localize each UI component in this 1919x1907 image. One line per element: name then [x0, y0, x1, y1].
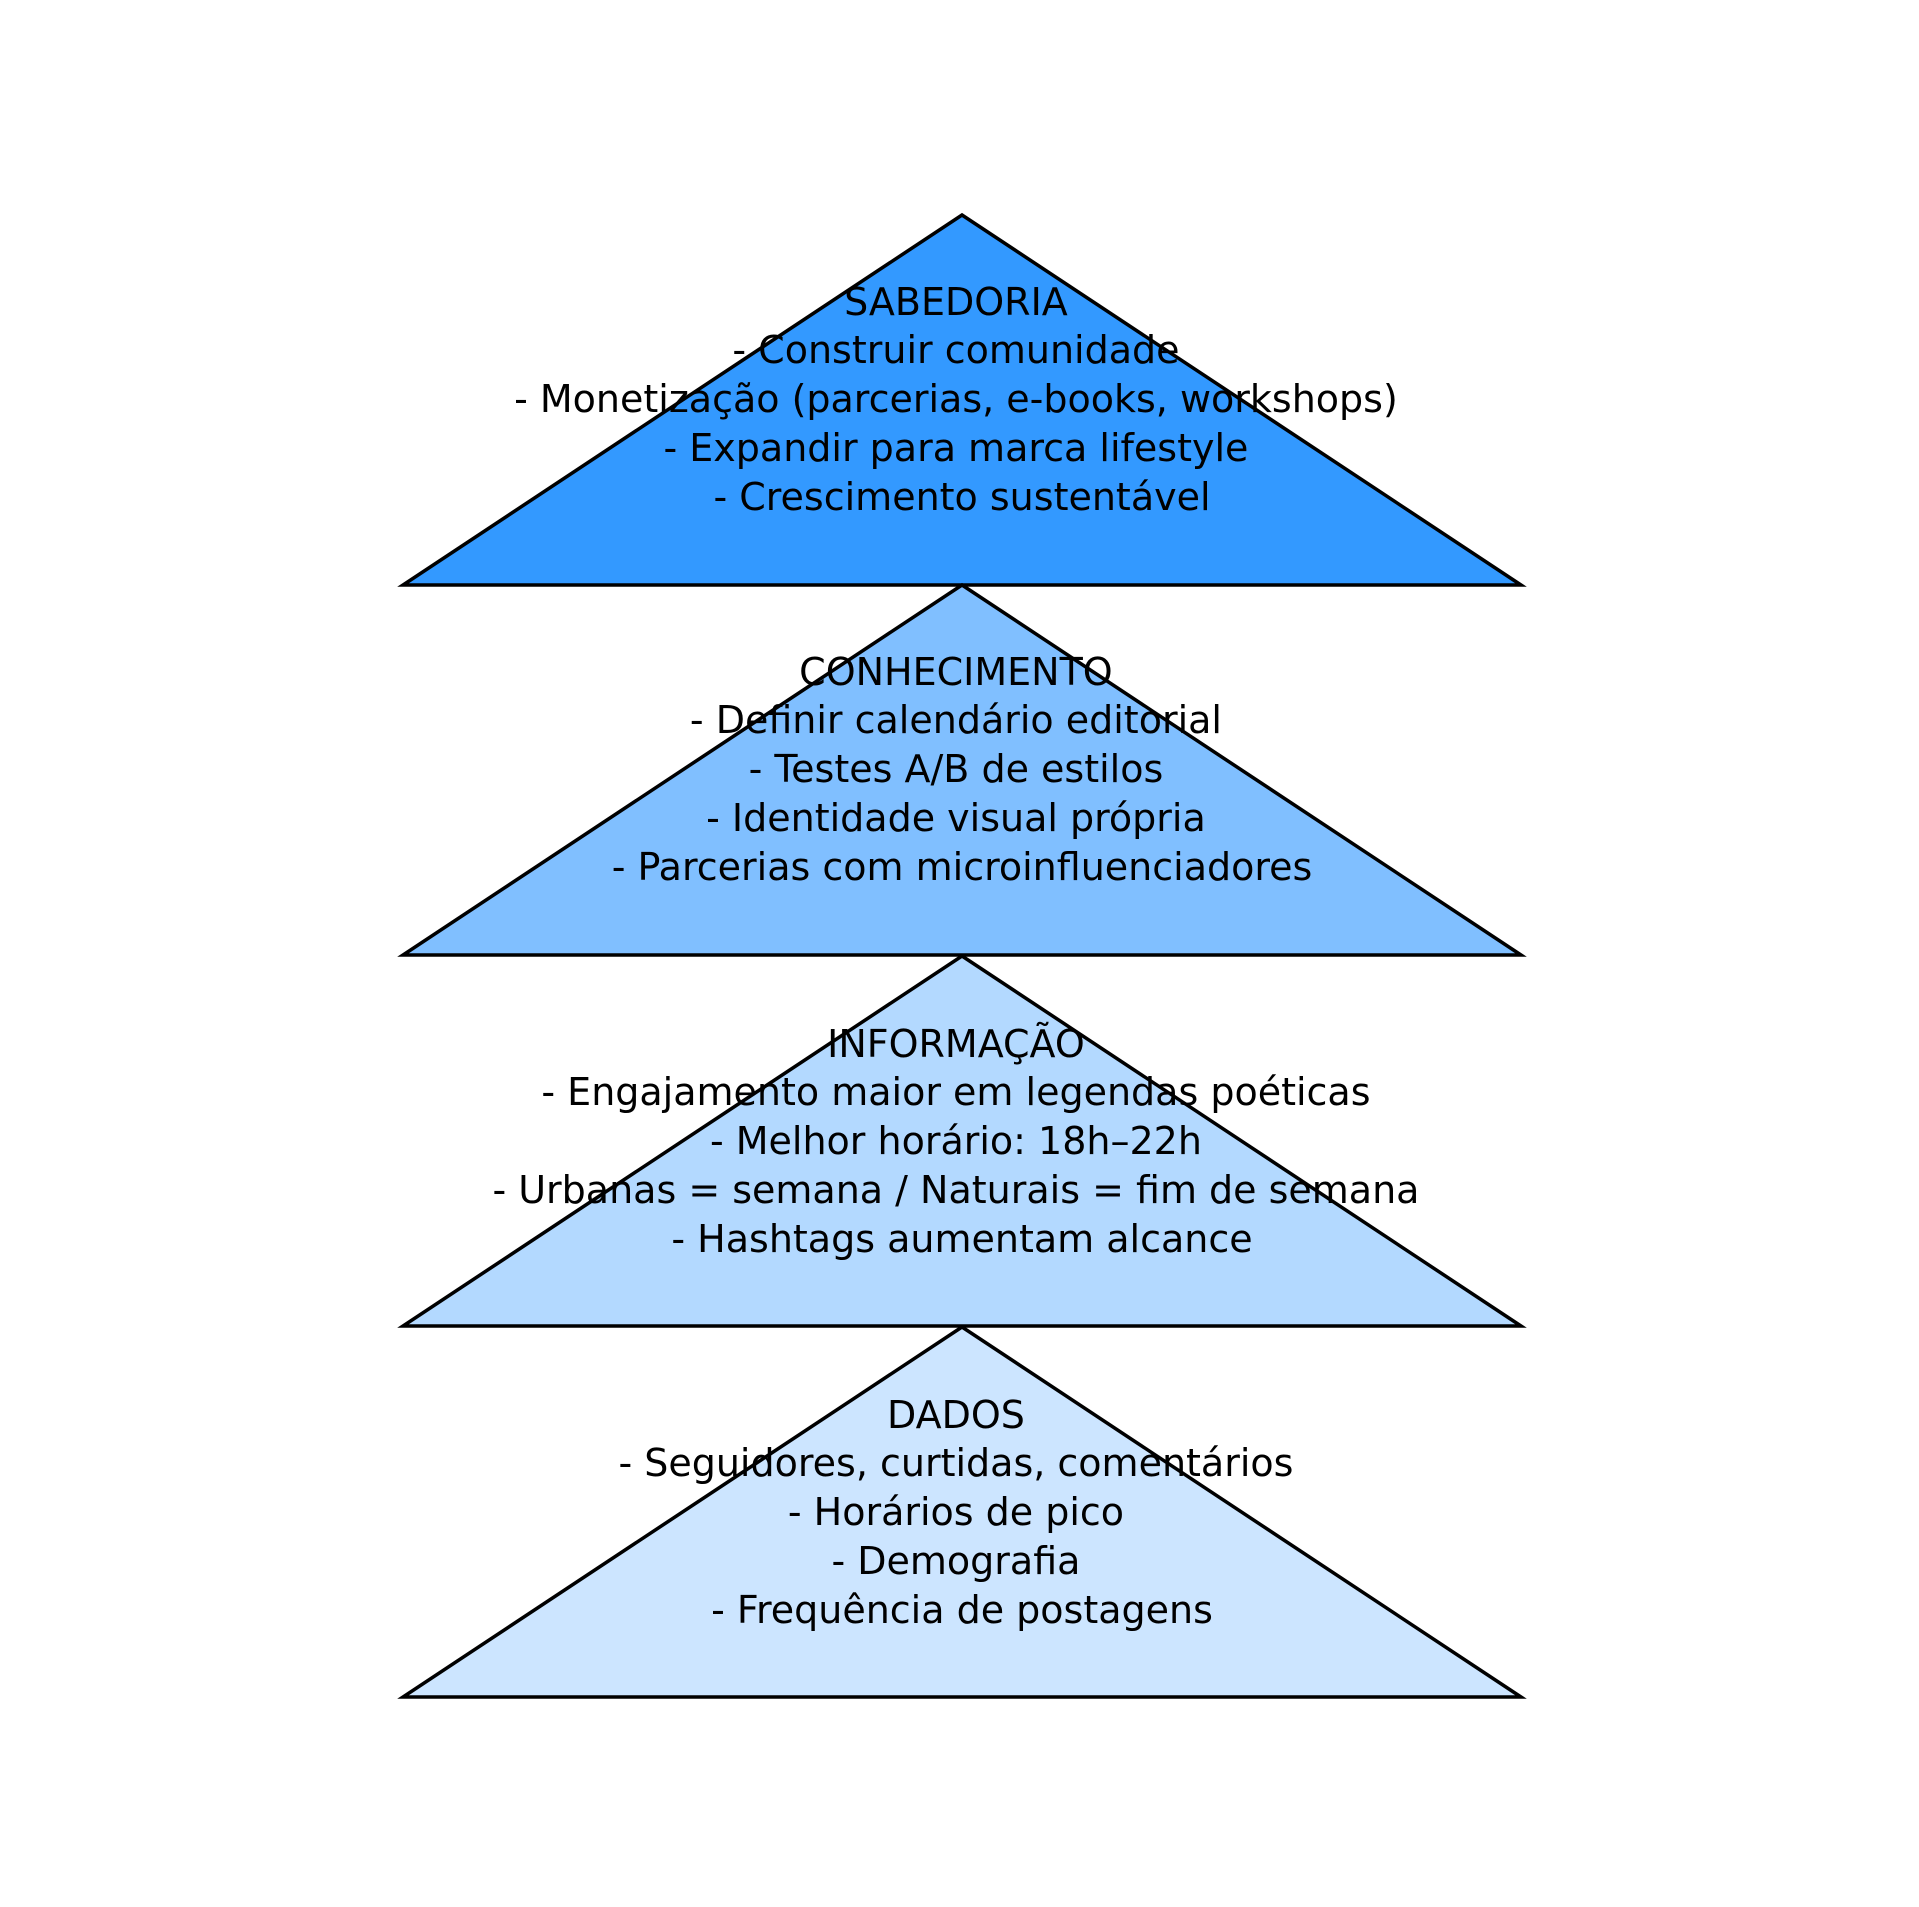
level-conhecimento-text: CONHECIMENTO - Definir calendário editor…	[612, 650, 1313, 889]
level-item: - Engajamento maior em legendas poéticas	[541, 1070, 1370, 1114]
level-dados-text: DADOS - Seguidores, curtidas, comentário…	[618, 1393, 1305, 1632]
level-item: - Expandir para marca lifestyle	[664, 426, 1249, 470]
level-dados: DADOS - Seguidores, curtidas, comentário…	[397, 1324, 1527, 1699]
level-informacao-text: INFORMAÇÃO - Engajamento maior em legend…	[492, 1022, 1431, 1261]
level-item: - Urbanas = semana / Naturais = fim de s…	[492, 1168, 1419, 1212]
level-item: - Hashtags aumentam alcance	[671, 1217, 1252, 1261]
level-item: - Monetização (parcerias, e-books, works…	[514, 377, 1398, 421]
level-dados-triangle	[397, 1324, 1527, 1699]
level-item: - Definir calendário editorial	[690, 698, 1222, 742]
level-title: SABEDORIA	[844, 280, 1068, 324]
level-conhecimento: CONHECIMENTO - Definir calendário editor…	[397, 582, 1527, 957]
level-title: CONHECIMENTO	[799, 650, 1113, 694]
level-sabedoria: SABEDORIA - Construir comunidade - Monet…	[397, 212, 1527, 587]
level-item: - Frequência de postagens	[711, 1588, 1213, 1632]
level-item: - Parcerias com microinfluenciadores	[612, 845, 1313, 889]
level-item: - Seguidores, curtidas, comentários	[618, 1441, 1293, 1485]
level-item: - Testes A/B de estilos	[749, 747, 1164, 791]
level-item: - Identidade visual própria	[706, 796, 1206, 840]
level-informacao: INFORMAÇÃO - Engajamento maior em legend…	[397, 953, 1527, 1328]
level-sabedoria-text: SABEDORIA - Construir comunidade - Monet…	[514, 280, 1410, 519]
level-title: INFORMAÇÃO	[827, 1022, 1085, 1066]
level-title: DADOS	[887, 1393, 1025, 1437]
level-item: - Horários de pico	[788, 1490, 1124, 1534]
level-item: - Melhor horário: 18h–22h	[710, 1119, 1202, 1163]
level-item: - Construir comunidade	[732, 328, 1179, 372]
level-item: - Crescimento sustentável	[713, 475, 1210, 519]
level-item: - Demografia	[831, 1539, 1080, 1583]
